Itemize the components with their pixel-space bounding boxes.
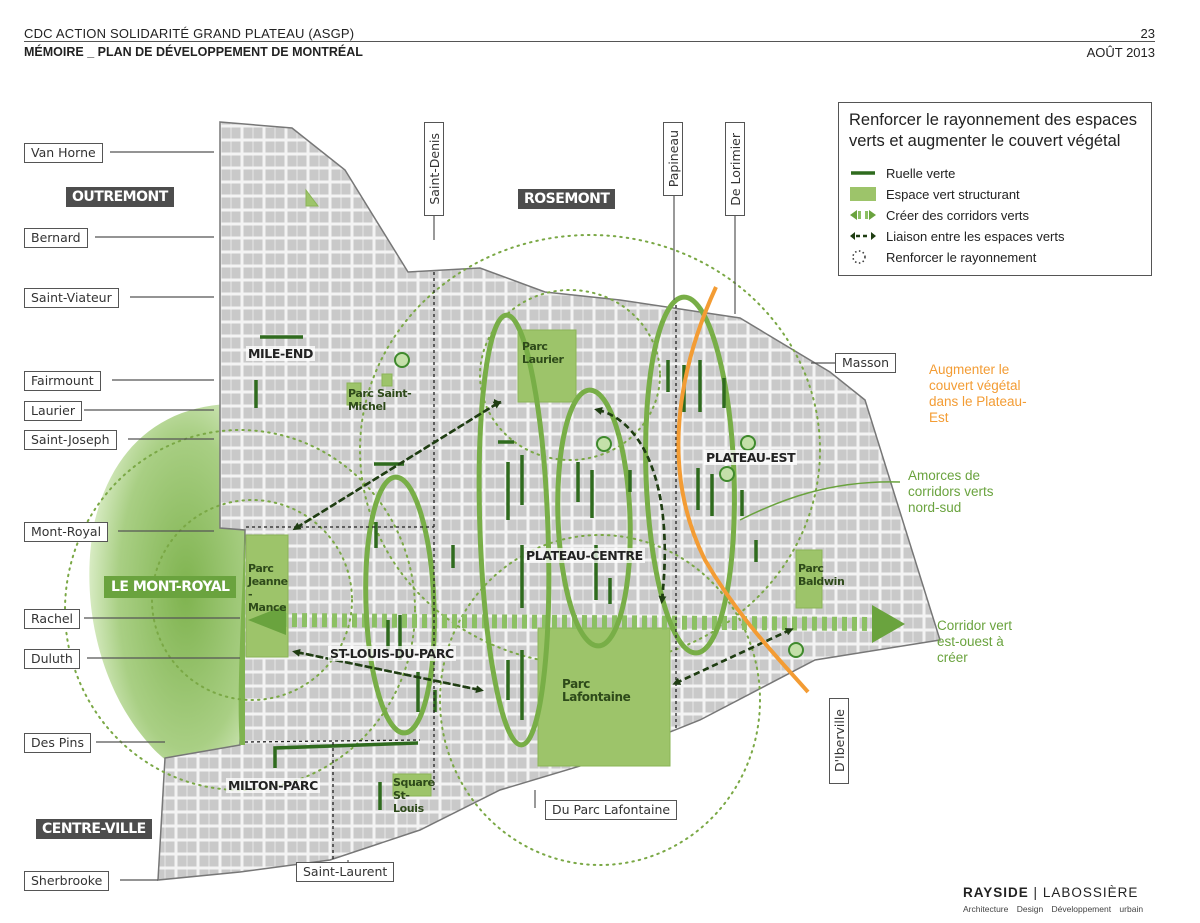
legend-item-ruelle-verte: Ruelle verte xyxy=(849,164,955,182)
liaison-arrows xyxy=(292,400,794,694)
neighbourhood-label-st-louis-du-parc: ST-LOUIS-DU-PARC xyxy=(328,646,456,661)
legend-title: Renforcer le rayonnement des espaces ver… xyxy=(849,111,1137,150)
brand-labossiere: LABOSSIÈRE xyxy=(1042,885,1139,900)
brand-separator: | xyxy=(1033,885,1039,900)
sector-boundaries xyxy=(244,272,677,860)
header-organization: CDC ACTION SOLIDARITÉ GRAND PLATEAU (ASG… xyxy=(24,26,355,41)
green-arrow-pair-icon xyxy=(849,207,879,223)
street-label-saint-laurent: Saint-Laurent xyxy=(296,862,395,882)
street-label-bernard: Bernard xyxy=(24,228,88,248)
street-leaders xyxy=(84,151,840,881)
street-label-des-pins: Des Pins xyxy=(24,733,91,753)
street-label-mont-royal: Mont-Royal xyxy=(24,522,109,542)
mont-royal-edge xyxy=(238,530,245,745)
neighbourhood-label-mile-end: MILE-END xyxy=(246,346,315,361)
dark-green-line-icon xyxy=(849,165,879,181)
orange-plateau-est-line xyxy=(676,286,810,694)
annotation-leaders xyxy=(739,481,901,521)
street-label-saint-viateur: Saint-Viateur xyxy=(24,288,119,308)
footer-brand: RAYSIDE | LABOSSIÈRE xyxy=(963,885,1138,900)
east-west-corridor xyxy=(248,605,905,643)
structuring-green-spaces xyxy=(245,188,823,797)
neighbourhood-label-plateau-centre: PLATEAU-CENTRE xyxy=(524,548,645,563)
dotted-circle-icon xyxy=(849,249,879,265)
park-label-baldwin: Parc Baldwin xyxy=(798,562,845,588)
street-label-papineau: Papineau xyxy=(663,122,683,196)
header-document-title: MÉMOIRE _ PLAN DE DÉVELOPPEMENT DE MONTR… xyxy=(24,45,363,59)
header-date: AOÛT 2013 xyxy=(1086,45,1155,60)
legend-item-espace-vert: Espace vert structurant xyxy=(849,185,1020,203)
street-label-de-lorimier: De Lorimier xyxy=(725,122,745,216)
legend-item-rayonnement: Renforcer le rayonnement xyxy=(849,248,1036,266)
district-label-mont-royal: LE MONT-ROYAL xyxy=(104,576,237,598)
street-label-saint-joseph: Saint-Joseph xyxy=(24,430,117,450)
street-label-van-horne: Van Horne xyxy=(24,143,103,163)
neighbourhood-label-milton-parc: MILTON-PARC xyxy=(226,778,320,793)
legend-item-corridors-verts: Créer des corridors verts xyxy=(849,206,1029,224)
small-green-circles xyxy=(394,352,804,658)
park-label-saint-michel: Parc Saint-Michel xyxy=(348,387,412,413)
header-divider xyxy=(24,41,1155,42)
district-label-centre-ville: CENTRE-VILLE xyxy=(36,819,152,839)
light-green-box-icon xyxy=(849,186,879,202)
street-label-rachel: Rachel xyxy=(24,609,81,629)
page-number: 23 xyxy=(1140,26,1155,41)
street-label-laurier: Laurier xyxy=(24,401,82,421)
park-label-lafontaine: Parc Lafontaine xyxy=(562,677,631,704)
dashed-arrow-icon xyxy=(849,228,879,244)
annotation-couvert-vegetal: Augmenter le couvert végétal dans le Pla… xyxy=(929,362,1027,425)
brand-rayside: RAYSIDE xyxy=(963,885,1029,900)
street-label-diberville: D'Iberville xyxy=(829,698,849,784)
park-label-square-st-louis: Square St-Louis xyxy=(393,776,435,815)
street-label-sherbrooke: Sherbrooke xyxy=(24,871,110,891)
legend-item-liaison: Liaison entre les espaces verts xyxy=(849,227,1064,245)
neighbourhood-label-plateau-est: PLATEAU-EST xyxy=(704,450,798,465)
district-label-outremont: OUTREMONT xyxy=(66,187,174,207)
street-label-masson: Masson xyxy=(835,353,897,373)
map-legend: Renforcer le rayonnement des espaces ver… xyxy=(838,102,1152,276)
annotation-amorces-corridors: Amorces de corridors verts nord-sud xyxy=(908,468,994,515)
park-label-laurier: Parc Laurier xyxy=(522,340,564,366)
street-label-saint-denis: Saint-Denis xyxy=(424,122,444,216)
park-label-jeanne-mance: Parc Jeanne-Mance xyxy=(248,562,288,614)
street-label-du-parc-lafontaine: Du Parc Lafontaine xyxy=(545,800,678,820)
street-label-duluth: Duluth xyxy=(24,649,80,669)
district-label-rosemont: ROSEMONT xyxy=(518,189,616,209)
footer-tagline: Architecture Design Développement urbain xyxy=(963,904,1144,914)
street-label-fairmount: Fairmount xyxy=(24,371,101,391)
annotation-corridor-est-ouest: Corridor vert est-ouest à créer xyxy=(937,618,1013,665)
